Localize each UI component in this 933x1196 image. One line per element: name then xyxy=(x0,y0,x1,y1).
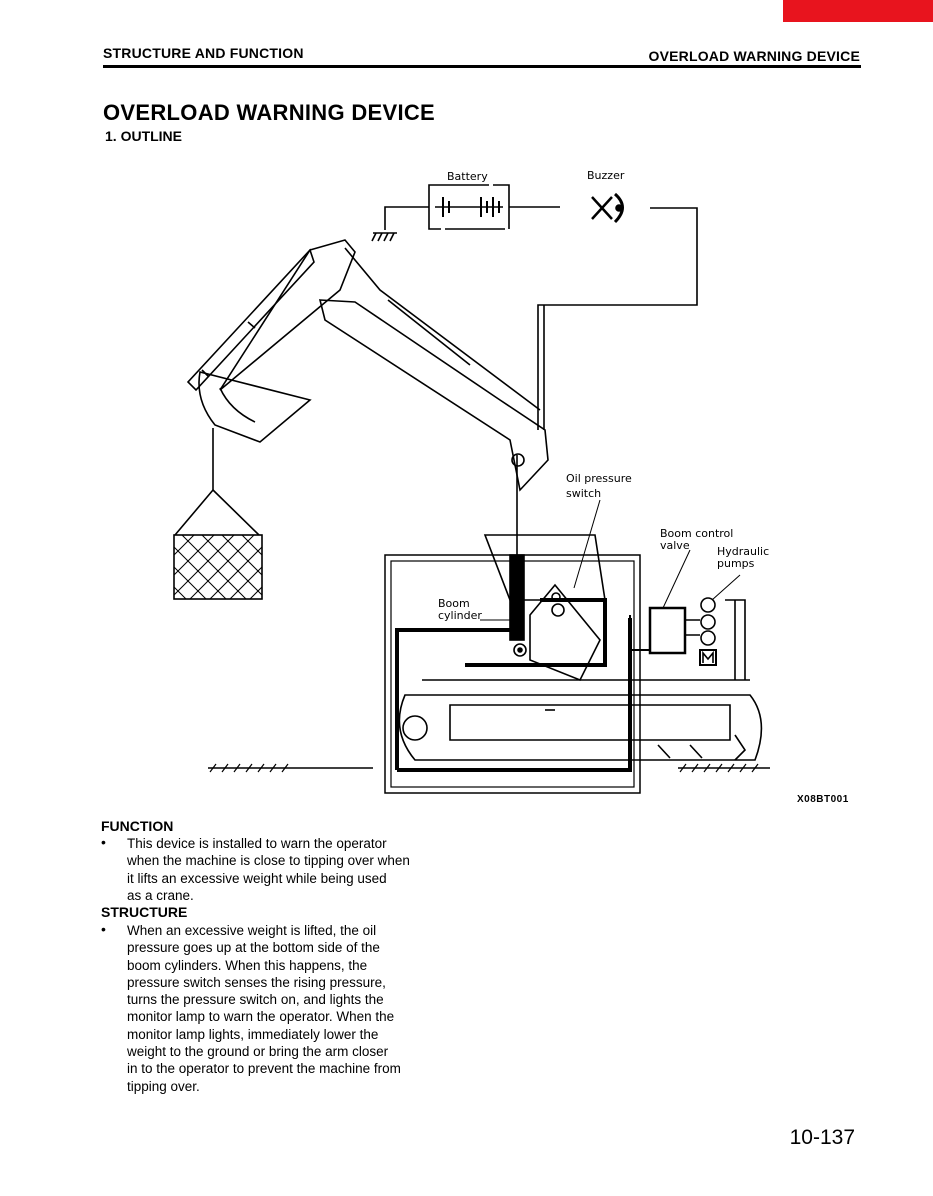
structure-text: When an excessive weight is lifted, the … xyxy=(127,923,401,1094)
structure-bullet: • xyxy=(101,921,106,937)
function-heading: FUNCTION xyxy=(101,818,174,834)
page-number: 10-137 xyxy=(789,1126,855,1149)
boom-control-valve-label-line1: Boom control xyxy=(660,527,733,540)
overload-warning-diagram: Battery Buzzer Oil pressure switch Boom … xyxy=(173,169,770,794)
figure-id: X08BT001 xyxy=(797,794,849,805)
header-topic-title: OVERLOAD WARNING DEVICE xyxy=(648,48,860,64)
section-tab-marker xyxy=(783,0,933,22)
ground-symbol-icon xyxy=(371,232,397,242)
function-text: This device is installed to warn the ope… xyxy=(127,836,410,903)
oil-pressure-switch-label-line2: switch xyxy=(566,487,601,500)
arm xyxy=(186,239,356,392)
buzzer-label: Buzzer xyxy=(587,169,625,182)
hydraulic-pumps xyxy=(699,597,717,666)
crawler-track xyxy=(398,679,763,761)
boom-control-valve-label-line2: valve xyxy=(660,539,690,552)
header-rule xyxy=(103,65,861,68)
structure-heading: STRUCTURE xyxy=(101,904,188,920)
buzzer-icon xyxy=(591,192,624,224)
battery-label: Battery xyxy=(447,170,488,183)
header-section-title: STRUCTURE AND FUNCTION xyxy=(103,45,304,61)
page-title: OVERLOAD WARNING DEVICE xyxy=(103,100,436,125)
function-bullet: • xyxy=(101,834,106,850)
boom xyxy=(318,247,549,492)
outline-heading: 1. OUTLINE xyxy=(105,128,183,144)
battery-icon xyxy=(428,184,510,230)
boom-cylinder xyxy=(509,455,527,657)
boom-control-valve xyxy=(648,606,687,655)
boom-cylinder-label-line2: cylinder xyxy=(438,609,482,622)
hydraulic-pumps-label-line1: Hydraulic xyxy=(717,545,769,558)
oil-pressure-switch-label-line1: Oil pressure xyxy=(566,472,632,485)
boom-cylinder-label-line1: Boom xyxy=(438,597,470,610)
bucket xyxy=(198,371,312,443)
hydraulic-pumps-label-line2: pumps xyxy=(717,557,755,570)
